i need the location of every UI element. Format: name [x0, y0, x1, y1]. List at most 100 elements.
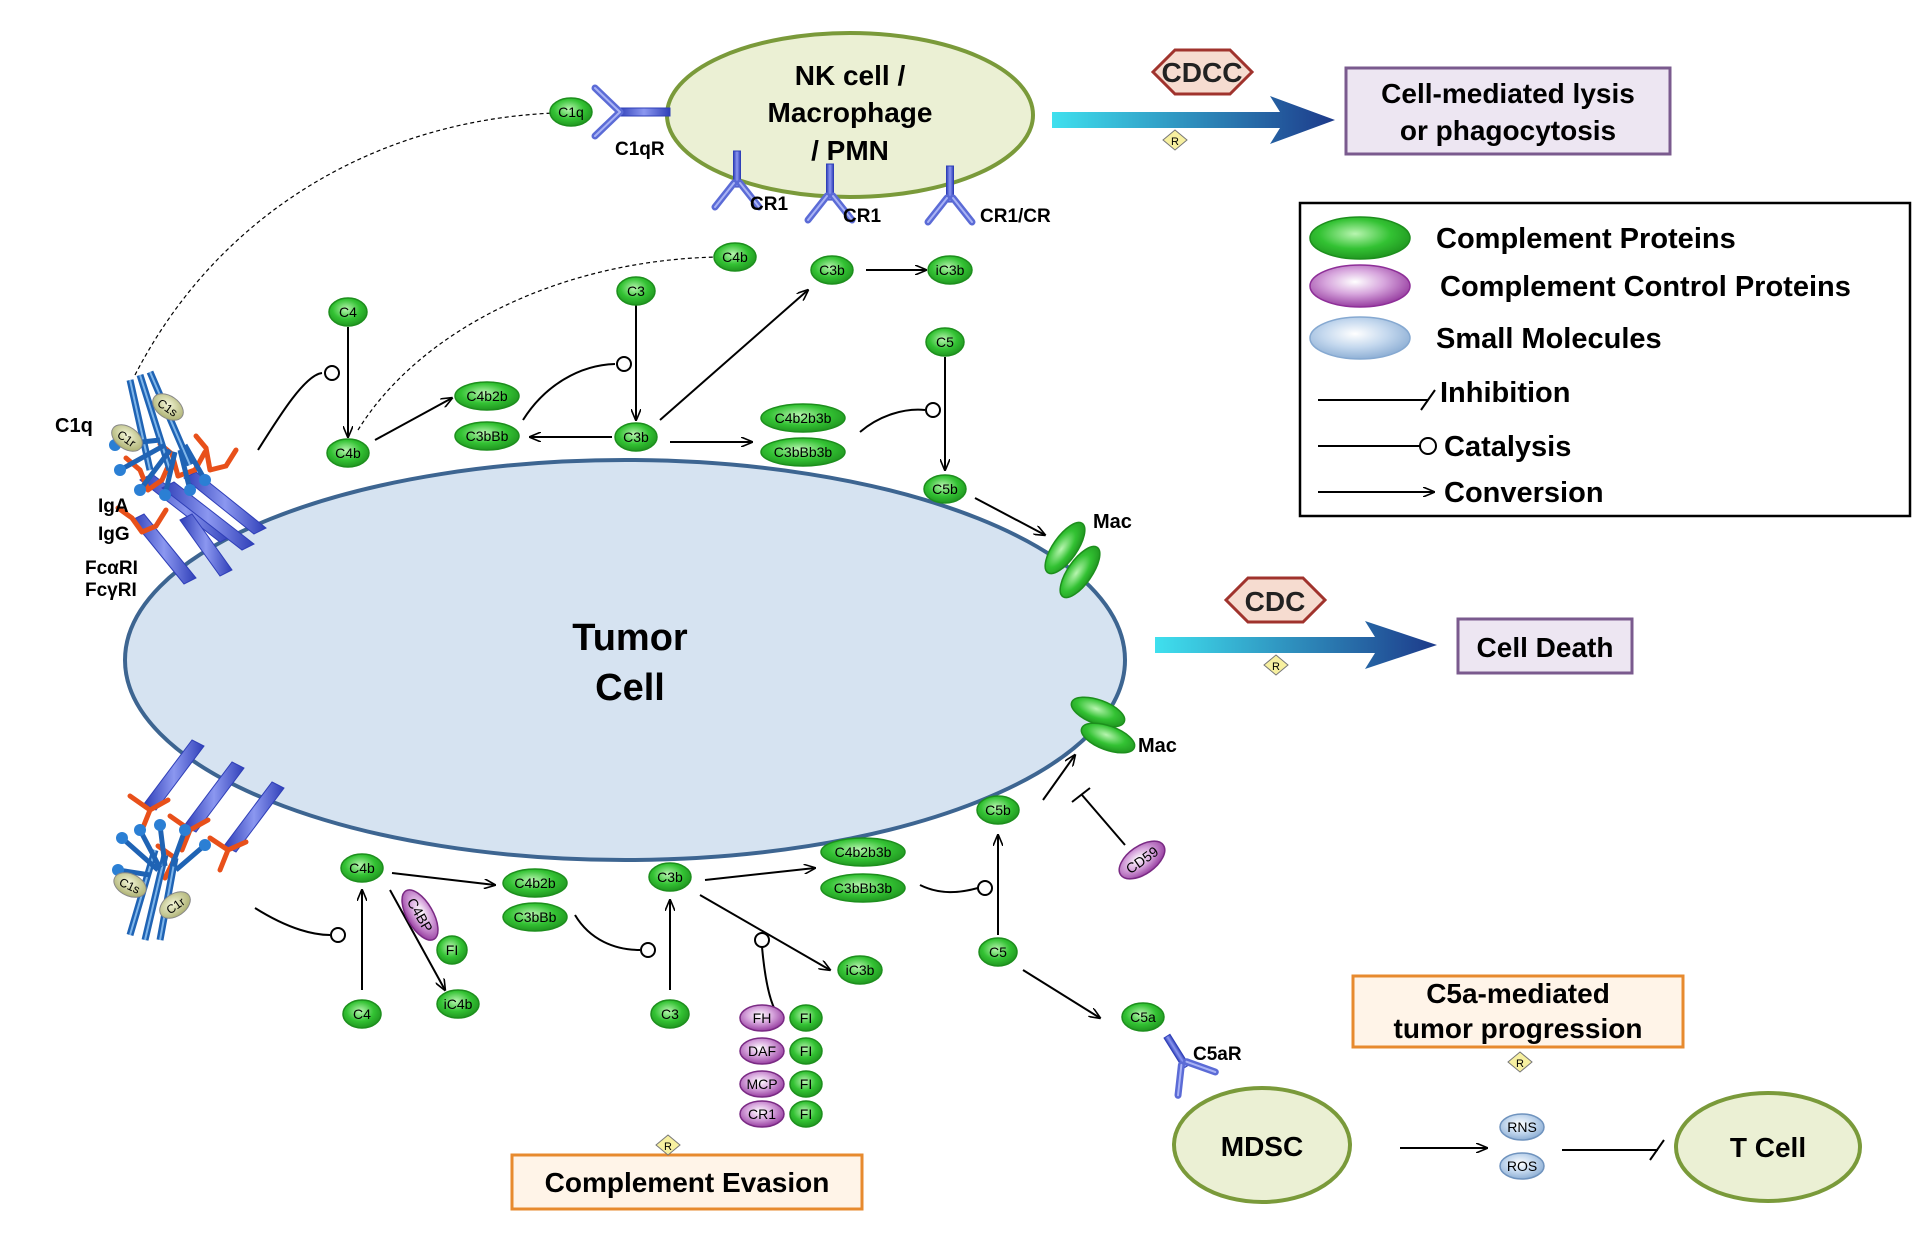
cr1-label-b: CR1 — [843, 206, 881, 227]
node-cr1-label: CR1 — [748, 1106, 776, 1122]
inhibit-ros-to-tcell — [1562, 1139, 1665, 1161]
arrow-c4b-to-c4b2b — [374, 398, 452, 441]
cdcc-arrow — [1052, 96, 1335, 144]
c1qr-label: C1qR — [615, 139, 665, 160]
lysis-label-2: or phagocytosis — [1400, 115, 1616, 146]
arrow-c4b-to-c4b2b-bottom — [391, 872, 495, 885]
legend-conversion: Conversion — [1444, 477, 1604, 509]
c5a-progression-box — [1351, 974, 1685, 1049]
node-c3bbb3b-top-label: C3bBb3b — [774, 444, 833, 460]
evasion-label: Complement Evasion — [545, 1167, 830, 1198]
node-c4b2b-top-label: C4b2b — [466, 388, 507, 404]
node-c5-bottom-label: C5 — [989, 944, 1007, 960]
legend-control-swatch — [1309, 264, 1411, 308]
lysis-box — [1344, 66, 1672, 156]
node-c3-top: C3 — [616, 276, 656, 306]
node-fi3: FI — [789, 1070, 823, 1098]
cdcc-badge: CDCC — [1162, 57, 1243, 88]
node-c3bbb-top: C3bBb — [454, 421, 520, 451]
c1q-complex-top — [109, 370, 211, 501]
node-c4bp: C4BP — [401, 889, 439, 941]
tcell-label: T Cell — [1730, 1132, 1806, 1163]
nk-label-3: / PMN — [811, 135, 889, 166]
node-ic3b-nk-label: iC3b — [936, 262, 965, 278]
node-rns: RNS — [1499, 1113, 1545, 1141]
mdsc-cell — [1172, 1086, 1352, 1204]
cr1cr-label: CR1/CR — [980, 206, 1051, 227]
node-fi1: FI — [789, 1004, 823, 1032]
r-marker-evasion — [655, 1134, 681, 1156]
node-c5b-bottom-label: C5b — [985, 802, 1011, 818]
node-ros-label: ROS — [1507, 1158, 1537, 1174]
cat-c3bbb-to-c3 — [574, 914, 641, 951]
arrow-c5b-to-mac-bottom — [1042, 755, 1075, 801]
node-c3bbb-top-label: C3bBb — [466, 428, 509, 444]
legend-inhibition-line — [1318, 389, 1436, 411]
r-marker-evasion-text: R — [664, 1141, 672, 1153]
node-fi3-label: FI — [800, 1076, 812, 1092]
mac-bottom-label: Mac — [1138, 735, 1177, 757]
c1q-complex-bottom — [112, 819, 211, 941]
cat-c3bbb-to-c3-circle — [640, 942, 656, 958]
t-cell — [1674, 1091, 1862, 1203]
cat-c1-to-c4 — [257, 372, 323, 451]
dashed-c4b-link — [357, 256, 719, 431]
node-fh: FH — [739, 1004, 785, 1032]
arrow-c5b-to-mac-top — [974, 497, 1045, 535]
node-c5-bottom: C5 — [978, 937, 1018, 967]
node-fi1-label: FI — [800, 1010, 812, 1026]
node-mcp: MCP — [739, 1070, 785, 1098]
node-c3b-nk: C3b — [810, 255, 854, 285]
node-c4b2b3b-top-label: C4b2b3b — [775, 410, 832, 426]
fc-receptors-bottom — [143, 739, 285, 853]
r-marker-cdc-text: R — [1272, 661, 1280, 673]
r-marker-cdcc — [1162, 129, 1188, 151]
c5a-progression-label-1: C5a-mediated — [1426, 978, 1610, 1009]
node-fi4: FI — [789, 1100, 823, 1128]
legend-complement: Complement Proteins — [1436, 223, 1736, 255]
node-c3b-top-label: C3b — [623, 429, 649, 445]
iga-label: IgA — [98, 496, 129, 517]
node-c3b-top: C3b — [614, 422, 658, 452]
cell-death-label: Cell Death — [1477, 632, 1614, 663]
c1qr-receptor — [591, 84, 671, 140]
node-fh-label: FH — [753, 1010, 772, 1026]
node-cr1: CR1 — [739, 1100, 785, 1128]
cat-c4b2b3b-to-c5 — [859, 408, 926, 433]
cat-c1-to-c4-bottom — [254, 907, 331, 936]
arrow-c3b-to-c4b2b3b-bottom — [704, 868, 815, 881]
dashed-c1q-link — [134, 112, 556, 376]
node-c3-bottom-label: C3 — [661, 1006, 679, 1022]
legend-box — [1298, 201, 1912, 518]
arrow-c3b-to-nk-c3b — [659, 290, 808, 421]
node-c3bbb3b-top: C3bBb3b — [760, 437, 846, 467]
r-marker-c5a — [1507, 1051, 1533, 1073]
node-c5-top: C5 — [925, 327, 965, 357]
node-c4b-nk: C4b — [713, 242, 757, 272]
node-fi-c4bp: FI — [436, 935, 468, 965]
evasion-box — [510, 1153, 864, 1211]
node-c4b-top: C4b — [326, 438, 370, 468]
node-fi2: FI — [789, 1037, 823, 1065]
node-c3b-bottom-label: C3b — [657, 869, 683, 885]
node-c5a-label: C5a — [1130, 1009, 1156, 1025]
r-marker-cdcc-text: R — [1171, 136, 1179, 148]
node-c5b-bottom: C5b — [976, 795, 1020, 825]
c1q-label: C1q — [55, 415, 93, 437]
legend-control: Complement Control Proteins — [1440, 271, 1851, 303]
arrow-c3b-to-ic3b-bottom — [699, 894, 830, 970]
node-c3b-nk-label: C3b — [819, 262, 845, 278]
node-c4b-top-label: C4b — [335, 445, 361, 461]
r-marker-c5a-text: R — [1516, 1058, 1524, 1070]
node-c4b2b3b-bottom-label: C4b2b3b — [835, 844, 892, 860]
node-c4b-nk-label: C4b — [722, 249, 748, 265]
cdc-badge-shape — [1223, 576, 1328, 624]
igg-antibodies-bottom — [127, 793, 249, 881]
cat-fh-line — [761, 946, 776, 1011]
node-c4-top-label: C4 — [339, 304, 357, 320]
legend-complement-swatch — [1309, 216, 1411, 260]
c1r-bottom — [159, 891, 191, 919]
node-c5-top-label: C5 — [936, 334, 954, 350]
igg-label: IgG — [98, 524, 130, 545]
